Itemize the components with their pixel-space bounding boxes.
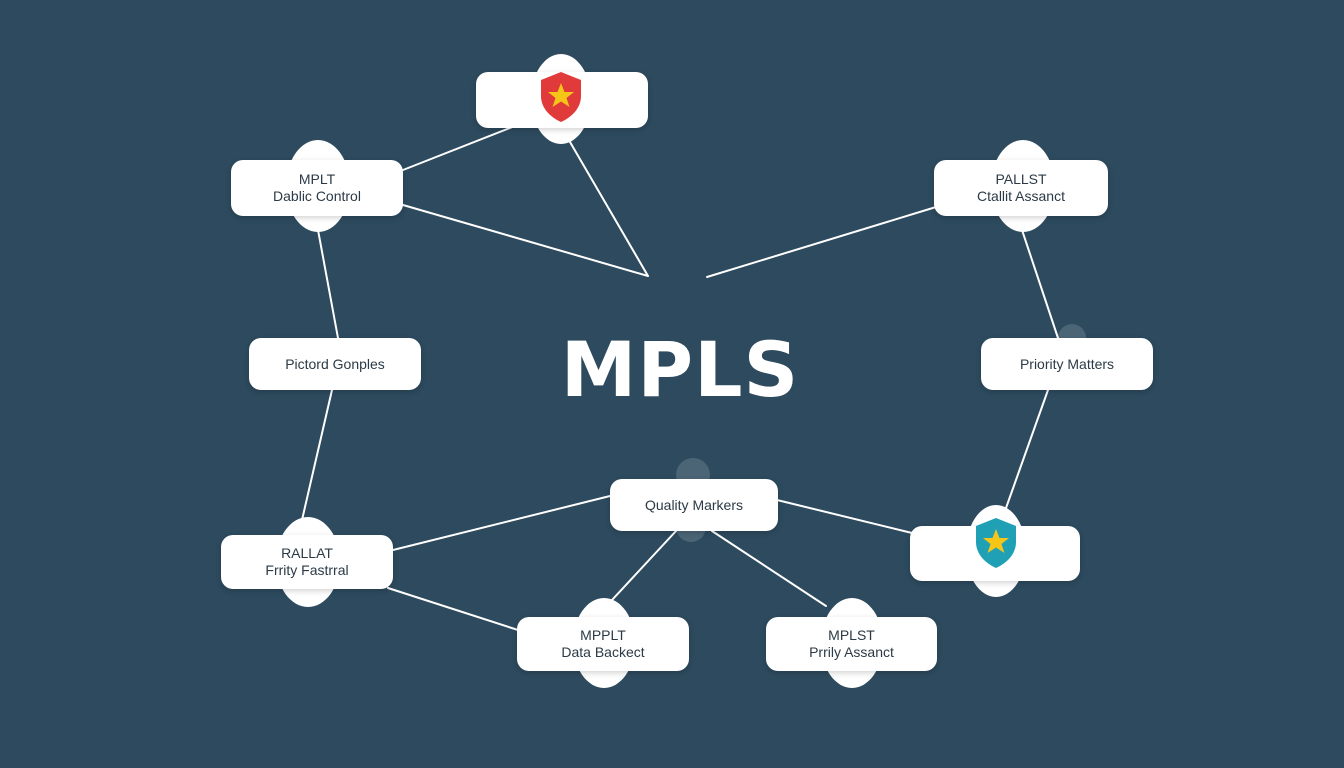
link-quality-bottommidright xyxy=(711,530,827,607)
node-label-line1: MPLT xyxy=(298,171,336,187)
node-bottom-left[interactable]: RALLAT Frrity Fastrral xyxy=(221,535,393,589)
node-label-line2: Prrily Assanct xyxy=(809,644,894,660)
node-label-line2: Data Backect xyxy=(561,644,645,660)
node-label-line1: Quality Markers xyxy=(644,496,744,513)
link-midleft-bottomleft xyxy=(301,389,333,521)
node-label-line1: PALLST xyxy=(995,171,1047,187)
node-label-line1: Pictord Gonples xyxy=(285,355,385,372)
diagram-title: MPLS xyxy=(560,325,800,414)
node-top-right[interactable]: PALLST Ctallit Assanct xyxy=(934,160,1108,216)
node-top-left[interactable]: MPLT Dablic Control xyxy=(231,160,403,216)
shield-star-icon xyxy=(541,72,581,122)
link-bottomleft-bottommidleft xyxy=(387,587,519,631)
node-label-line2: Ctallit Assanct xyxy=(977,188,1065,204)
node-mid-right[interactable]: Priority Matters xyxy=(981,338,1153,390)
link-midright-rightshield xyxy=(1005,389,1049,509)
link-topright-center xyxy=(706,206,937,278)
node-label-line1: RALLAT xyxy=(281,545,333,561)
link-topright-midright xyxy=(1021,229,1059,339)
node-label-line1: Priority Matters xyxy=(1019,355,1115,372)
node-label-line2: Dablic Control xyxy=(273,188,361,204)
link-topleft-midleft xyxy=(317,229,339,339)
node-quality-markers[interactable]: Quality Markers xyxy=(610,479,778,531)
link-quality-bottommidleft xyxy=(611,530,677,601)
node-mid-left[interactable]: Pictord Gonples xyxy=(249,338,421,390)
node-bottom-mid-right[interactable]: MPLST Prrily Assanct xyxy=(766,617,937,671)
shield-star-icon xyxy=(976,518,1016,568)
node-bottom-mid-left[interactable]: MPPLT Data Backect xyxy=(517,617,689,671)
node-label-line1: MPLST xyxy=(828,627,875,643)
link-topleft-center xyxy=(402,204,649,277)
link-bottomleft-quality xyxy=(392,495,611,551)
link-quality-rightshield xyxy=(776,499,913,534)
link-top-center xyxy=(569,141,649,277)
node-label-line2: Frrity Fastrral xyxy=(265,562,349,578)
link-topleft-top xyxy=(402,123,521,171)
node-label-line1: MPPLT xyxy=(580,627,626,643)
